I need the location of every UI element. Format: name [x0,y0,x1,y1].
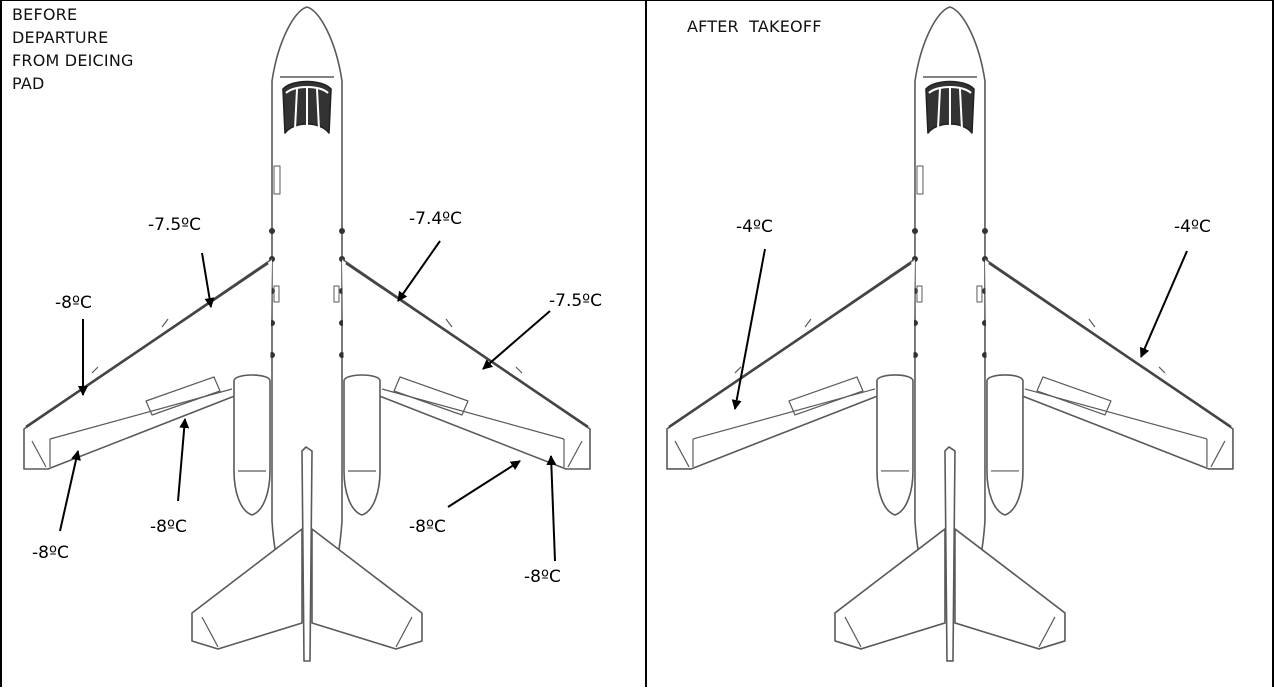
aircraft-diagram-right [665,5,1235,663]
temp-label-right-wing-inboard: -7.4ºC [409,209,463,229]
temp-label-right-flap: -8ºC [409,517,446,537]
temp-label-right-wing-outboard: -7.5ºC [549,291,603,311]
temp-label-right-wing: -4ºC [1174,217,1211,237]
temp-label-left-wingtip-trailing: -8ºC [32,543,69,563]
temp-label-left-wing: -4ºC [736,217,773,237]
temp-label-left-wing-mid: -7.5ºC [148,215,202,235]
panel-title: AFTER TAKEOFF [687,17,822,36]
aircraft-diagram-left [22,5,592,663]
temp-label-left-flap: -8ºC [150,517,187,537]
temp-label-left-wing-outboard: -8ºC [55,293,92,313]
panel-title: BEFORE DEPARTURE FROM DEICING PAD [12,5,134,93]
panel-before-departure: BEFORE DEPARTURE FROM DEICING PAD -7.5ºC… [0,0,647,687]
arrows-right [731,248,1188,410]
arrows-left [59,240,557,562]
panel-after-takeoff: AFTER TAKEOFF -4ºC -4ºC [647,0,1274,687]
temp-label-right-wingtip-trailing: -8ºC [524,567,561,587]
